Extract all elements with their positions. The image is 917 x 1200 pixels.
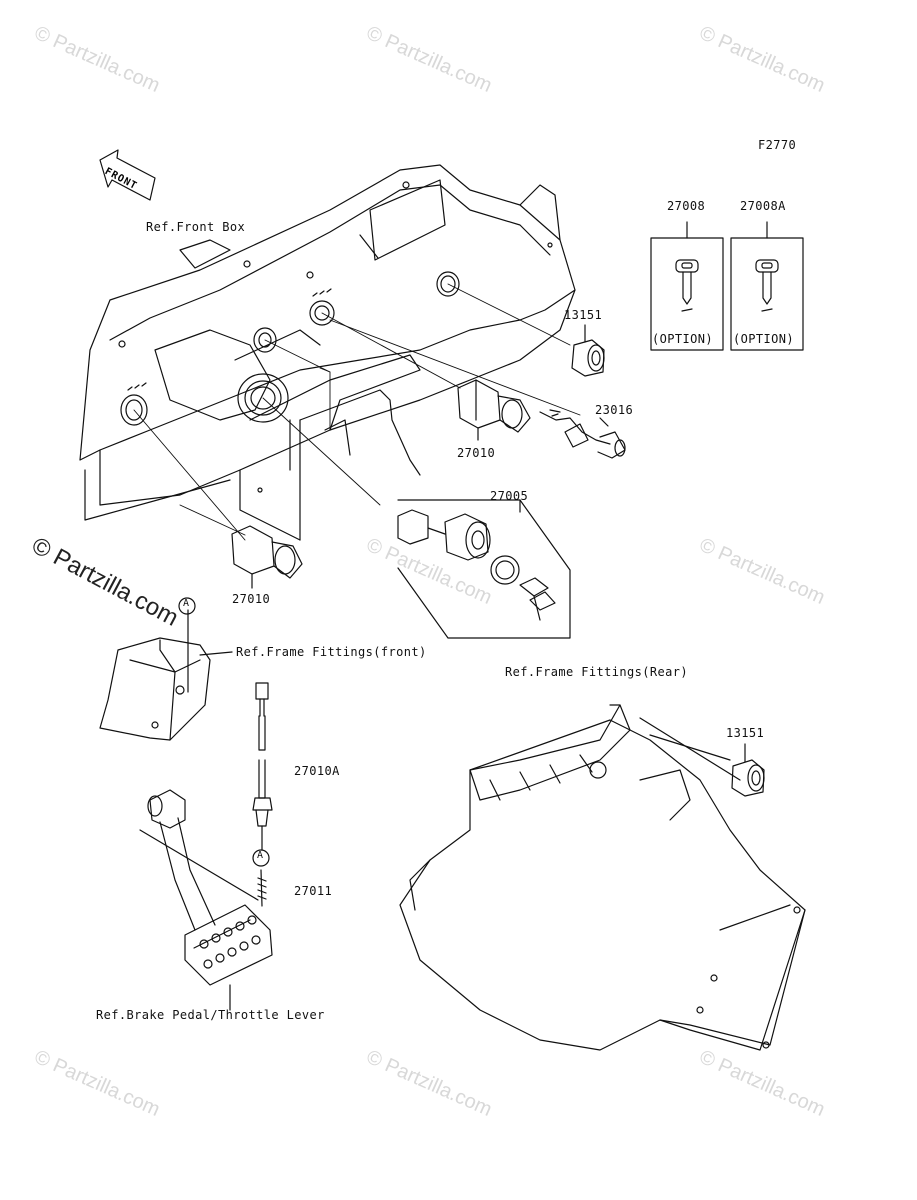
- ref-frame-front: Ref.Frame Fittings(front): [236, 645, 427, 659]
- part-27010-bottom: 27010: [232, 592, 271, 606]
- part-27005: 27005: [490, 489, 529, 503]
- part-27010A: 27010A: [294, 764, 340, 778]
- part-13151-rear: 13151: [726, 726, 765, 740]
- option-label-1: (OPTION): [652, 332, 713, 346]
- ref-frame-rear: Ref.Frame Fittings(Rear): [505, 665, 688, 679]
- frame-fitting-rear: [399, 704, 806, 1051]
- front-arrow-icon: [99, 149, 156, 201]
- part-27008: 27008: [667, 199, 706, 213]
- frame-fitting-front: [99, 609, 233, 741]
- switch-27010A: [252, 682, 273, 851]
- part-27010-top: 27010: [457, 446, 496, 460]
- part-13151-top: 13151: [564, 308, 603, 322]
- ignition-27005-box: [397, 499, 571, 639]
- ref-front-box: Ref.Front Box: [146, 220, 246, 234]
- cable-23016: [539, 409, 626, 459]
- spring-27011: [139, 829, 267, 907]
- socket-13151-rear: [731, 743, 765, 797]
- key-box-27008: [650, 221, 724, 351]
- switch-27010-bottom: [231, 525, 303, 589]
- marker-a-bottom: [252, 849, 270, 867]
- leader-lines: [133, 283, 581, 541]
- marker-a-top: [178, 597, 196, 615]
- switch-27010-top: [457, 379, 531, 441]
- part-27011: 27011: [294, 884, 333, 898]
- part-27008A: 27008A: [740, 199, 786, 213]
- diagram-code: F2770: [758, 138, 797, 152]
- key-box-27008A: [730, 221, 804, 351]
- option-label-2: (OPTION): [733, 332, 794, 346]
- brake-pedal: [147, 789, 273, 1011]
- ref-brake-pedal: Ref.Brake Pedal/Throttle Lever: [96, 1008, 325, 1022]
- socket-13151-top: [571, 324, 605, 377]
- part-23016: 23016: [595, 403, 634, 417]
- marker-a-bottom-label: A: [257, 850, 264, 861]
- front-box-panel: [79, 164, 576, 541]
- marker-a-top-label: A: [183, 598, 190, 609]
